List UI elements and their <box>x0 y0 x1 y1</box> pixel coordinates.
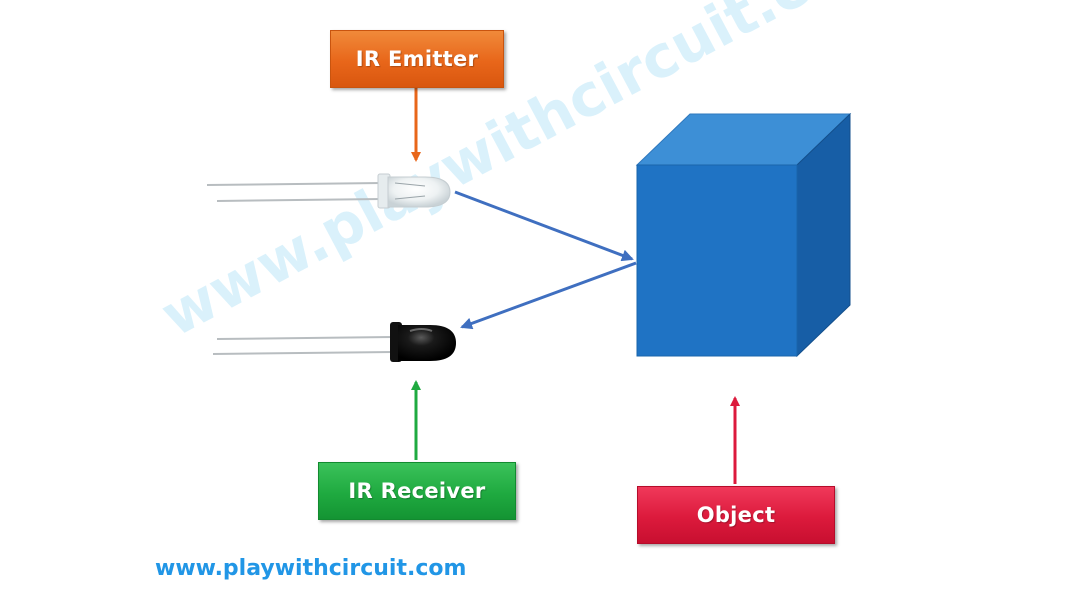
object-label: Object <box>637 486 835 544</box>
footer-url: www.playwithcircuit.com <box>155 556 467 581</box>
ir-receiver-led <box>212 322 456 362</box>
reflected-ir-ray <box>460 261 637 330</box>
ir-emitter-label: IR Emitter <box>330 30 504 88</box>
object-cube <box>635 112 852 358</box>
ir-emitter-led <box>206 173 451 209</box>
ir-receiver-label: IR Receiver <box>318 462 516 520</box>
emitted-ir-ray <box>454 190 634 262</box>
